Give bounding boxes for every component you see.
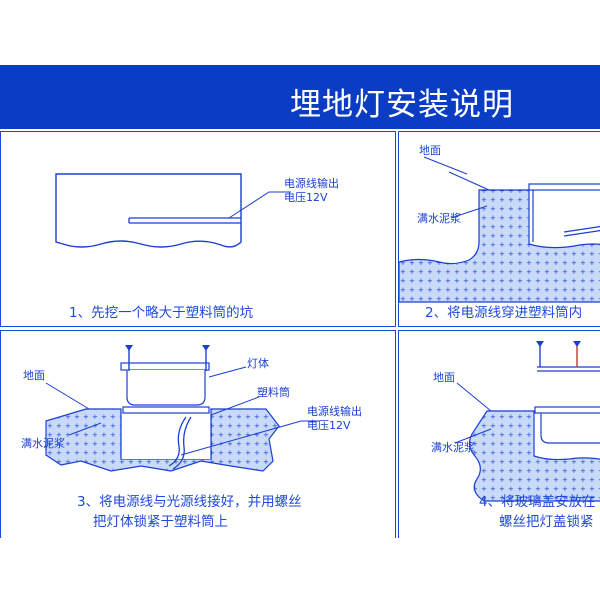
step-2-ground-label: 地面: [419, 144, 441, 157]
cable-leader: [180, 420, 319, 456]
step-3-tube-label: 塑料筒: [257, 386, 290, 399]
ground-leader: [423, 156, 468, 175]
step-3-illustration: [45, 345, 319, 472]
wire: [168, 416, 187, 467]
lamp-rim: [534, 406, 600, 414]
step-3-caption-line1: 3、将电源线与光源线接好，并用螺丝: [77, 494, 302, 510]
step-1-voltage-label: 电压12V: [284, 191, 328, 204]
step-4-panel: 地面 满水泥浆 4、将玻璃盖安放在 螺丝把灯盖锁紧: [398, 330, 600, 540]
step-3-cable-label: 电源线输出: [307, 405, 362, 418]
step-3-caption-line2: 把灯体锁紧于塑料筒上: [93, 514, 228, 530]
tube-leader: [210, 396, 260, 416]
step-4-ground-label: 地面: [433, 371, 455, 384]
step-3-panel: 地面 灯体 塑料筒 满水泥浆 电源线输出 电压12V 3、将电源线与光源线接好，…: [0, 330, 396, 540]
step-1-cable-label: 电源线输出: [284, 177, 339, 190]
tube-rim: [528, 183, 600, 191]
step-1-panel: + 电源线输出 电压12V 1、先挖一个略大于塑料筒的坑: [0, 131, 396, 327]
step-4-caption-line1: 4、将玻璃盖安放在: [479, 494, 596, 510]
cable-leader: [228, 191, 291, 219]
step-3-mortar-label: 满水泥浆: [21, 437, 65, 450]
step-3-voltage-label: 电压12V: [307, 419, 351, 432]
ground-block: [55, 173, 242, 248]
step-2-illustration: [399, 156, 600, 303]
wire: [563, 225, 600, 233]
step-4-illustration: [454, 341, 600, 502]
step-2-caption: 2、将电源线穿进塑料筒内: [425, 305, 583, 321]
lamp-rim: [120, 362, 210, 371]
step-2-panel: 地面 满水泥浆 2、将电源线穿进塑料筒内: [398, 131, 600, 327]
lamp-body: [126, 370, 206, 406]
mortar-leader: [450, 205, 488, 219]
step-4-mortar-label: 满水泥浆: [431, 441, 475, 454]
step-1-illustration: +: [55, 173, 291, 248]
mortar-leader: [454, 428, 492, 444]
bottom-whitespace: [0, 538, 600, 600]
title-bar: 埋地灯安装说明: [0, 65, 600, 129]
ground-leader: [45, 382, 90, 410]
step-3-lamp-label: 灯体: [247, 357, 269, 370]
step-4-caption-line2: 螺丝把灯盖锁紧: [499, 514, 594, 530]
step-2-mortar-label: 满水泥浆: [417, 212, 461, 225]
step-1-caption: 1、先挖一个略大于塑料筒的坑: [69, 305, 254, 321]
ground-leader: [456, 382, 492, 412]
ground-fill: [468, 410, 600, 502]
ground-fill: [399, 189, 600, 303]
step-3-ground-label: 地面: [23, 369, 45, 382]
lamp-leader: [208, 366, 247, 378]
tube-rim: [122, 406, 210, 414]
lamp-body: [540, 413, 600, 444]
mortar-leader: [68, 422, 102, 436]
page-title: 埋地灯安装说明: [290, 87, 514, 123]
